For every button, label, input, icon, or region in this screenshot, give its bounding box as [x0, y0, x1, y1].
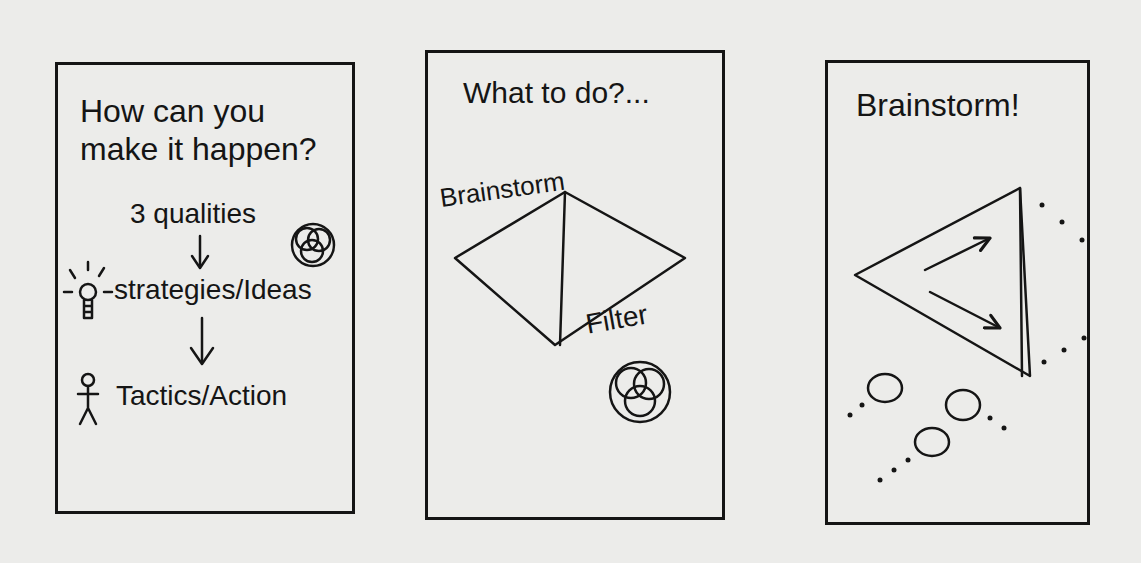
sketch-panel: Brainstorm! — [825, 60, 1090, 525]
brainstorm-filter-diamond — [455, 192, 685, 345]
bulb-base — [84, 300, 92, 318]
down-arrow — [201, 318, 204, 362]
bulb-glass — [80, 284, 96, 300]
arrow-head — [192, 256, 208, 268]
down-arrow — [199, 236, 202, 266]
panel-text: Tactics/Action — [116, 379, 346, 412]
panel-text: Filter — [583, 287, 707, 340]
panel-heading: How can you make it happen? — [80, 93, 342, 169]
continuation-dots — [848, 203, 1087, 483]
stick-figure — [78, 374, 98, 424]
panel-text: 3 qualities — [130, 197, 330, 230]
diverging-triangle — [855, 188, 1030, 376]
arrow-head — [191, 348, 213, 364]
bulb-rays — [64, 262, 112, 292]
sketch-panel: How can you make it happen? 3 qualities st… — [55, 62, 355, 514]
thought-bubbles — [868, 374, 980, 456]
sketch-panel: What to do?... BrainstormFilter — [425, 50, 725, 520]
panel-text: Brainstorm — [438, 155, 640, 213]
panel-heading: Brainstorm! — [856, 87, 1076, 125]
venn-icon — [292, 224, 334, 266]
panel-text: strategies/Ideas — [114, 273, 354, 306]
lightbulb-icon — [64, 262, 112, 318]
venn-icon — [610, 362, 670, 422]
panel-heading: What to do?... — [463, 75, 713, 110]
